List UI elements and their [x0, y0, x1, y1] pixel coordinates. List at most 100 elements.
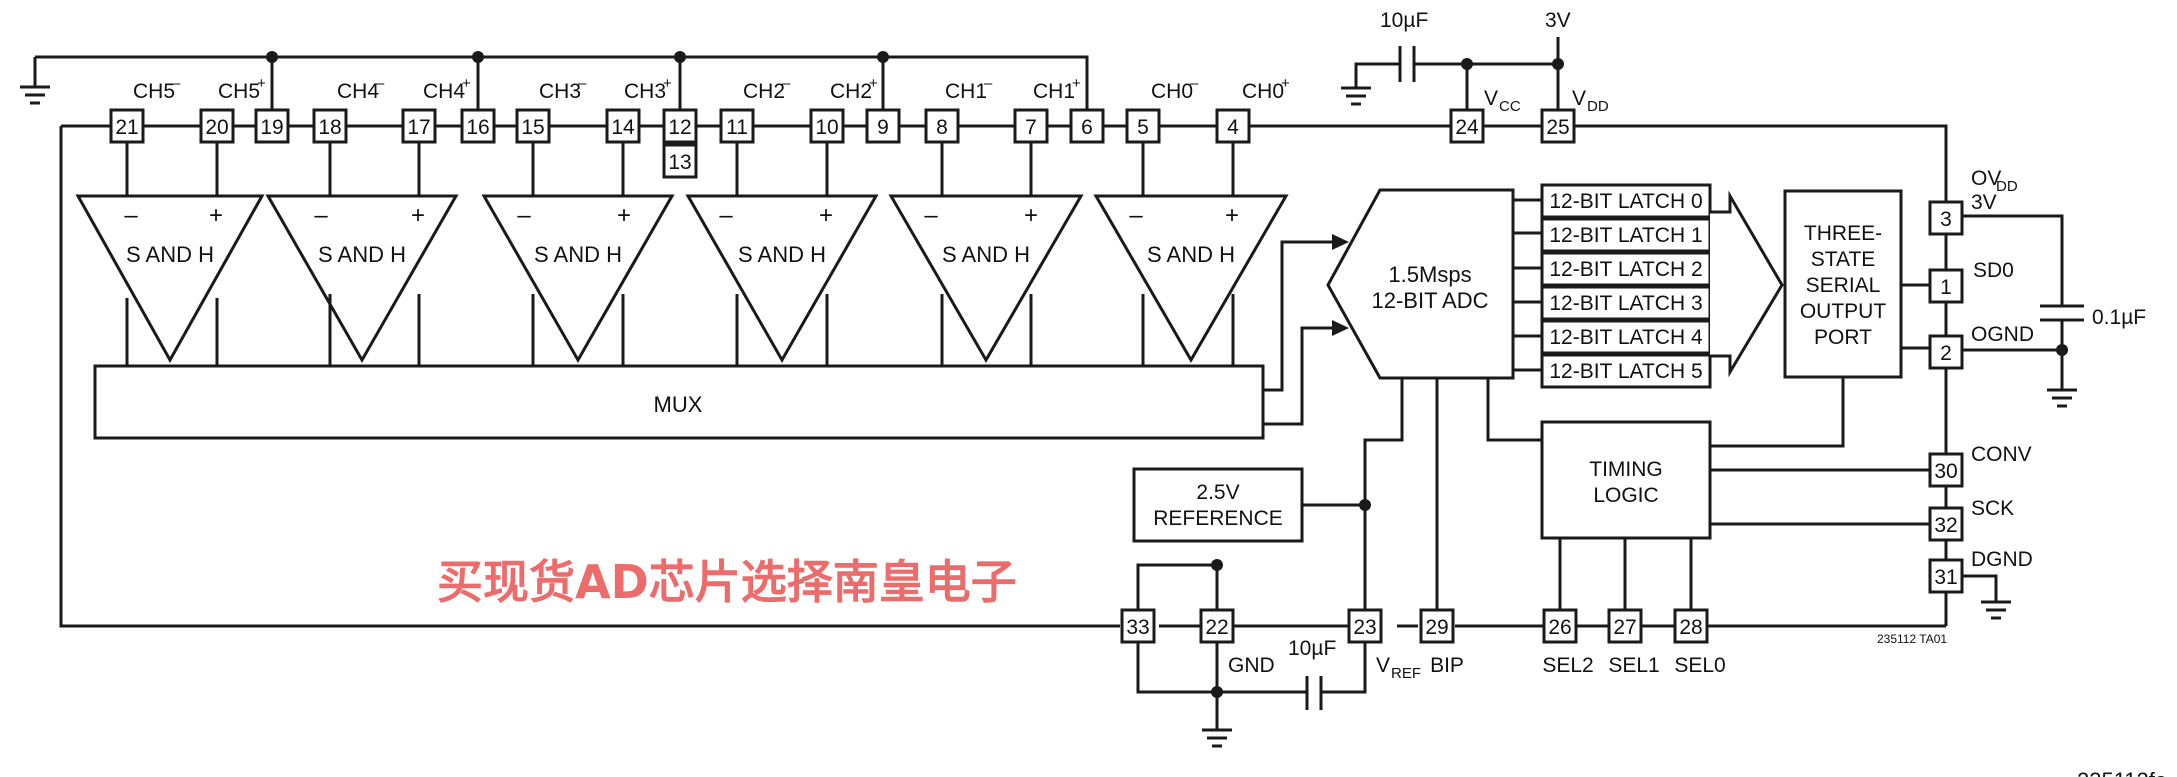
svg-text:12-BIT LATCH 3: 12-BIT LATCH 3	[1549, 292, 1702, 315]
svg-text:14: 14	[611, 116, 635, 139]
svg-text:+: +	[411, 202, 425, 229]
svg-text:DD: DD	[1996, 178, 2018, 195]
svg-text:7: 7	[1025, 116, 1037, 139]
pin-6	[1069, 108, 1105, 144]
right-pin-column: 3 1 2 30 32 31 OV DD 3V SD0 OGND CONV SC…	[1928, 126, 2034, 626]
svg-text:SCK: SCK	[1971, 497, 2014, 520]
label-ch5-minus: CH5	[133, 80, 175, 103]
svg-text:S AND H: S AND H	[738, 242, 826, 267]
svg-text:29: 29	[1425, 616, 1448, 639]
adc-block: 1.5Msps 12-BIT ADC	[1326, 188, 1515, 380]
svg-text:–: –	[172, 75, 181, 92]
svg-text:10µF: 10µF	[1288, 637, 1336, 660]
svg-text:31: 31	[1934, 566, 1957, 589]
timing-logic-block: TIMING LOGIC	[1486, 377, 1930, 540]
svg-text:GND: GND	[1228, 654, 1275, 677]
supply-decoupling: 10µF 3V V CC V DD	[1341, 9, 1609, 115]
svg-text:8: 8	[936, 116, 948, 139]
pin-29	[1419, 608, 1455, 644]
svg-text:–: –	[578, 75, 587, 92]
latch-0	[1540, 183, 1712, 219]
svg-text:10µF: 10µF	[1380, 9, 1428, 32]
svg-text:32: 32	[1934, 514, 1957, 537]
label-ch4-plus: CH4	[423, 80, 465, 103]
channel-labels: CH5 – CH5 + CH4 – CH4 + CH3 – CH3 + CH2 …	[133, 75, 1290, 103]
svg-text:–: –	[376, 75, 385, 92]
svg-text:S AND H: S AND H	[534, 242, 622, 267]
sample-hold-ch0: S AND H – +	[1093, 194, 1289, 366]
svg-text:REFERENCE: REFERENCE	[1153, 507, 1283, 530]
svg-text:1.5Msps: 1.5Msps	[1388, 262, 1471, 287]
svg-text:12: 12	[668, 116, 691, 139]
svg-text:S AND H: S AND H	[1147, 242, 1235, 267]
svg-text:+: +	[819, 202, 833, 229]
svg-text:+: +	[257, 75, 266, 92]
svg-text:PORT: PORT	[1814, 326, 1872, 349]
svg-text:–: –	[719, 202, 733, 229]
left-return-bus	[59, 126, 1120, 628]
svg-text:24: 24	[1455, 116, 1479, 139]
svg-text:25: 25	[1546, 116, 1569, 139]
label-ch2-minus: CH2	[743, 80, 785, 103]
svg-text:THREE-: THREE-	[1804, 222, 1882, 245]
sample-hold-ch5: S AND H – +	[75, 194, 265, 366]
svg-text:12-BIT LATCH 0: 12-BIT LATCH 0	[1549, 190, 1702, 213]
ground-pins-cluster: 33 22 GND 10µF	[1120, 559, 1367, 748]
pin-1	[1928, 268, 1964, 304]
pin-15	[515, 108, 551, 144]
svg-text:OGND: OGND	[1971, 323, 2034, 346]
svg-text:V: V	[1376, 654, 1390, 677]
svg-text:S AND H: S AND H	[126, 242, 214, 267]
pin-20	[199, 108, 235, 144]
latch-4	[1540, 319, 1712, 355]
svg-text:11: 11	[726, 116, 748, 139]
svg-text:10: 10	[815, 116, 838, 139]
latch-bus-arrow	[1710, 190, 1784, 378]
svg-text:12-BIT LATCH 1: 12-BIT LATCH 1	[1549, 224, 1702, 247]
svg-text:12-BIT ADC: 12-BIT ADC	[1372, 288, 1489, 313]
svg-text:26: 26	[1548, 616, 1571, 639]
svg-text:SEL1: SEL1	[1608, 654, 1659, 677]
svg-text:S AND H: S AND H	[942, 242, 1030, 267]
svg-text:3: 3	[1940, 208, 1952, 231]
svg-text:BIP: BIP	[1430, 654, 1464, 677]
label-ch2-plus: CH2	[830, 80, 872, 103]
label-ch4-minus: CH4	[337, 80, 379, 103]
svg-text:OV: OV	[1971, 167, 2001, 190]
pin-30	[1928, 452, 1964, 488]
label-ch0-minus: CH0	[1151, 80, 1193, 103]
pin-8	[924, 108, 960, 144]
svg-text:TIMING: TIMING	[1589, 458, 1663, 481]
svg-text:–: –	[517, 202, 531, 229]
sample-hold-amplifiers: S AND H – + S AND H – + S AND H – + S AN…	[75, 142, 1289, 366]
bip-vref-pins: 29 BIP 23 V REF	[1347, 378, 1464, 682]
label-ch5-plus: CH5	[218, 80, 260, 103]
svg-text:+: +	[663, 75, 672, 92]
svg-text:4: 4	[1227, 116, 1239, 139]
svg-text:18: 18	[318, 116, 341, 139]
svg-text:–: –	[782, 75, 791, 92]
svg-text:–: –	[1190, 75, 1199, 92]
svg-text:+: +	[1072, 75, 1081, 92]
svg-text:SD0: SD0	[1973, 259, 2014, 282]
svg-text:–: –	[1129, 202, 1143, 229]
top-ground-bus	[20, 51, 1089, 126]
svg-text:15: 15	[521, 116, 544, 139]
svg-text:+: +	[209, 202, 223, 229]
svg-text:V: V	[1572, 87, 1586, 110]
svg-text:3V: 3V	[1545, 9, 1571, 32]
select-pins: 26 27 28 SEL2 SEL1 SEL0	[1542, 538, 1726, 677]
svg-text:5: 5	[1137, 116, 1149, 139]
svg-text:CONV: CONV	[1971, 443, 2032, 466]
label-ch0-plus: CH0	[1242, 80, 1284, 103]
ovdd-decoupling-capacitor: 0.1µF	[1962, 214, 2146, 408]
page-code: 235112fa	[2077, 768, 2168, 777]
svg-text:–: –	[124, 202, 138, 229]
pin-21	[109, 108, 145, 144]
voltage-reference-block: 2.5V REFERENCE	[1132, 467, 1365, 543]
label-ch1-plus: CH1	[1033, 80, 1075, 103]
sample-hold-ch4: S AND H – +	[265, 194, 459, 366]
dgnd-ground	[1962, 574, 2011, 620]
svg-text:12-BIT LATCH 2: 12-BIT LATCH 2	[1549, 258, 1702, 281]
